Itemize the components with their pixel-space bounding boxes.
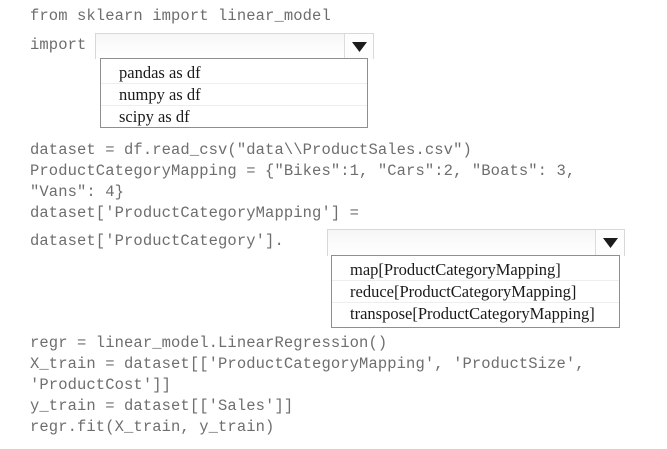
method-dropdown-options-list[interactable]: map[ProductCategoryMapping]reduce[Produc… <box>331 255 620 328</box>
chevron-down-icon[interactable] <box>595 230 624 256</box>
code-line: from sklearn import linear_model <box>30 7 331 25</box>
chevron-down-icon[interactable] <box>344 34 373 59</box>
code-line: dataset['ProductCategoryMapping'] = <box>30 204 360 222</box>
import-dropdown-value[interactable] <box>96 34 345 59</box>
dropdown-option[interactable]: transpose[ProductCategoryMapping] <box>350 304 595 323</box>
code-line: y_train = dataset[['Sales']] <box>30 397 294 415</box>
dropdown-option[interactable]: scipy as df <box>119 107 190 126</box>
import-dropdown[interactable] <box>95 33 374 59</box>
dropdown-option[interactable]: reduce[ProductCategoryMapping] <box>332 281 619 303</box>
dropdown-option[interactable]: pandas as df <box>101 62 367 84</box>
code-line: "Vans": 4} <box>30 183 125 201</box>
code-line: regr.fit(X_train, y_train) <box>30 418 275 436</box>
code-line: import <box>30 36 87 54</box>
method-dropdown-value[interactable] <box>328 230 596 256</box>
code-line: X_train = dataset[['ProductCategoryMappi… <box>30 355 585 373</box>
code-line: ProductCategoryMapping = {"Bikes":1, "Ca… <box>30 162 576 180</box>
method-dropdown[interactable] <box>327 229 625 256</box>
code-line: regr = linear_model.LinearRegression() <box>30 334 388 352</box>
code-line: dataset = df.read_csv("data\\ProductSale… <box>30 141 472 159</box>
code-line: 'ProductCost']] <box>30 376 172 394</box>
dropdown-option[interactable]: map[ProductCategoryMapping] <box>332 259 619 281</box>
code-line: dataset['ProductCategory']. <box>30 232 284 250</box>
dropdown-option[interactable]: numpy as df <box>101 84 367 106</box>
